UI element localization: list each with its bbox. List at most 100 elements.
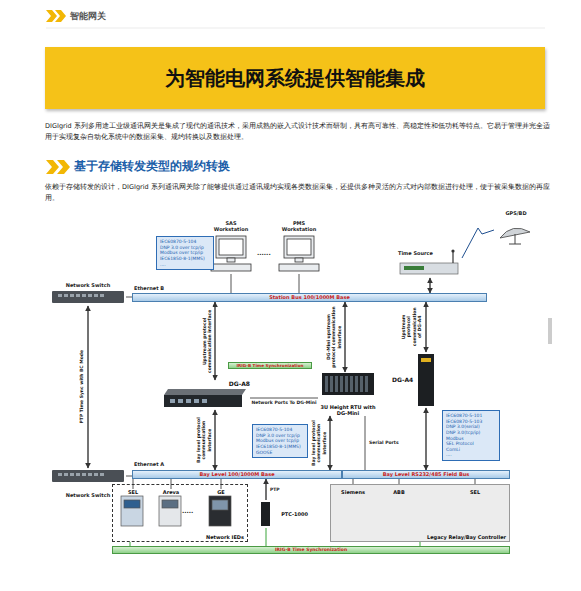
ellipsis: .....	[182, 507, 193, 514]
node-text: IRIG-B Time Synchronization	[275, 547, 347, 553]
node-text: DNP 3.0 over tcp/ip	[256, 433, 304, 439]
title: 为智能电网系统提供智能集成	[165, 65, 425, 92]
node-text: Time Source	[398, 250, 433, 256]
sync-band: IRIG-B Time Synchronization	[228, 362, 312, 369]
node-text: Network Switch	[66, 492, 110, 498]
node-text: SEL	[470, 489, 480, 495]
connector	[344, 302, 346, 372]
node-text: PMS Workstation	[278, 220, 320, 233]
connector-label: Serial Ports	[369, 440, 399, 445]
connector-label: Bay level protocol communication interfa…	[311, 419, 327, 467]
connector	[87, 306, 89, 468]
node-text: Bay Level 100/1000M Base	[199, 471, 274, 477]
relay: ABB	[383, 489, 415, 529]
gps-receiver: GPS/BD	[494, 210, 538, 246]
relay: SEL	[455, 489, 495, 529]
node-text: DG-A8	[229, 380, 250, 388]
connector	[231, 274, 232, 293]
connector	[462, 228, 494, 258]
connector	[365, 416, 366, 470]
connector-label: Upstream protocol communication of DG-A4	[401, 305, 423, 349]
node-text: Legacy Relay/Bay Controller	[427, 534, 506, 540]
workstation: PMS Workstation	[278, 220, 320, 274]
title-banner: 为智能电网系统提供智能集成	[45, 47, 545, 109]
section-tag: 智能网关	[70, 11, 106, 22]
legacy-group: Legacy Relay/Bay Controller Siemens ABB SEL	[330, 484, 510, 542]
protocol-callout: IEC60870-5-104DNP 3.0 over tcp/ipModbus …	[156, 236, 214, 270]
relay: Siemens	[337, 489, 369, 529]
connector-label: PTP Time Sync with BC Mode	[80, 309, 85, 465]
connector	[429, 278, 431, 293]
protocol-callout: IEC60870-5-101IEC60870-5-103DNP 3.0(seri…	[442, 410, 500, 461]
node-text: Siemens	[341, 489, 365, 495]
node-text: IEC61850-8-1(MMS)	[160, 256, 210, 262]
connector-label: Bay level protocol communication interfa…	[196, 413, 212, 467]
node-text: IEC60870-5-101	[446, 413, 496, 419]
node-text: SEL	[128, 489, 138, 495]
node-text: Modbus	[446, 436, 496, 442]
connector-label: Network Ports To DG-Mini	[251, 400, 316, 405]
connector	[329, 416, 331, 470]
node-text: DNP 3.0(tcp/ip)	[446, 430, 496, 436]
node-text: IEC60870-5-104	[160, 239, 210, 245]
sync-band: IRIG-B Time Synchronization	[112, 546, 510, 554]
bus-band: Station Bus 100/1000M Base	[132, 293, 487, 302]
node-text: GPS/BD	[505, 210, 526, 216]
node-text: IEC61850-8-1(MMS)	[256, 444, 304, 450]
connector	[214, 302, 216, 380]
connector-label: PTP	[270, 487, 280, 492]
node-text: SAS Workstation	[210, 220, 252, 233]
node-text: ABB	[393, 489, 405, 495]
switch: Network Switch	[50, 468, 126, 498]
network-name: Ethernet B	[134, 285, 164, 291]
node-text: Station Bus 100/1000M Base	[269, 294, 350, 300]
bus-band: Bay Level RS232/485 Field Bus	[342, 470, 510, 479]
connector	[265, 479, 267, 500]
node-text: DNP 3.0 over tcp/ip	[160, 245, 210, 251]
connector	[214, 410, 216, 470]
body-text: DIGIgrid 系列多用途工业级通讯网关是集成了现代的通讯技术，采用成熟的嵌入…	[45, 121, 550, 143]
rtu: 3U Height RTU with DG-Mini	[318, 372, 378, 416]
gateway: DG-A8	[160, 380, 250, 410]
node-text: ....	[446, 452, 496, 458]
section-heading: 基于存储转发类型的规约转换	[74, 159, 230, 173]
gateway: DG-A4	[392, 352, 436, 408]
ied: GE	[207, 489, 235, 527]
node-text: DNP 3.0(serial)	[446, 424, 496, 430]
node-text: Bay Level RS232/485 Field Bus	[383, 471, 470, 477]
ied: Areva	[157, 489, 185, 527]
time-source: Time Source	[398, 250, 462, 278]
node-text: ....	[160, 262, 210, 268]
node-text: Network Switch	[66, 282, 110, 288]
connector	[299, 274, 300, 293]
node-text: DG-A4	[392, 376, 413, 384]
node-text: Network IEDs	[206, 534, 244, 540]
node-text: Modbus over tcp/ip	[160, 250, 210, 256]
node-text: IRIG-B Time Synchronization	[236, 363, 303, 368]
protocol-callout: IEC60870-5-104DNP 3.0 over tcp/ipModbus …	[252, 424, 308, 458]
workstation: SAS Workstation	[210, 220, 252, 274]
connector	[250, 398, 318, 399]
connector-label: Upstream protocol communication interfac…	[201, 305, 212, 377]
network-name: Ethernet A	[134, 461, 164, 467]
connector	[425, 408, 427, 470]
switch: Network Switch	[50, 282, 126, 306]
ptp-clock: PTC-1000	[258, 500, 308, 528]
node-text: GE	[217, 489, 225, 495]
connector	[425, 302, 427, 352]
connector	[266, 528, 267, 546]
node-text: SEL Protocol	[446, 441, 496, 447]
node-text: GOOSE	[256, 450, 304, 456]
node-text: Modbus over tcp/ip	[256, 438, 304, 444]
node-text: 3U Height RTU with DG-Mini	[318, 404, 378, 417]
node-text: PTC-1000	[281, 511, 308, 517]
body-text: 依赖于存储转发的设计，DIGIgrid 系列通讯网关除了能够提供通过通讯规约实现…	[45, 182, 550, 204]
connector-label: DG-Mini upstream protocol communication …	[326, 305, 342, 369]
ellipsis: ......	[257, 249, 271, 256]
bus-band: Bay Level 100/1000M Base	[132, 470, 342, 479]
node-text: Areva	[163, 489, 179, 495]
node-text: ComLi	[446, 447, 496, 453]
ied-group: Network IEDs SEL Areva GE	[112, 484, 248, 542]
node-text: IEC60870-5-103	[446, 419, 496, 425]
